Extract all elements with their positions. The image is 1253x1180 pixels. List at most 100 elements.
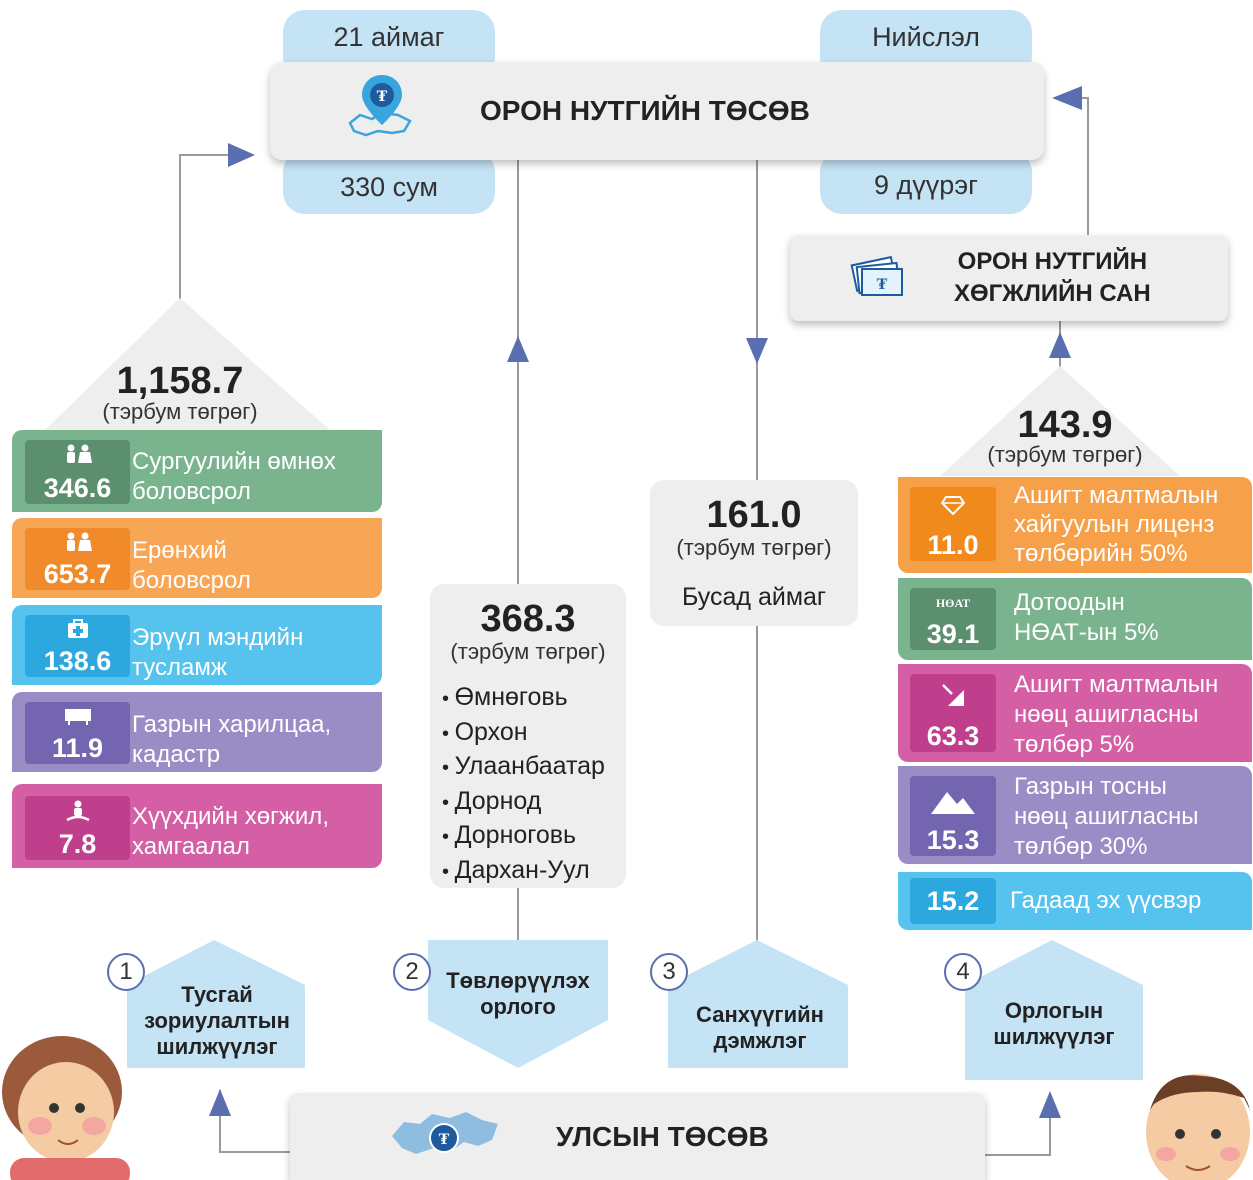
- child-protection-icon: [66, 800, 90, 822]
- list-item: Улаанбаатар: [442, 750, 626, 785]
- state-budget-box: ₮ УЛСЫН ТӨСӨВ: [290, 1093, 985, 1180]
- mountain-icon: [931, 792, 975, 814]
- arrow-down-icon: [746, 338, 768, 364]
- flow-label-1: Тусгай зориулалтын шилжүүлэг: [144, 982, 290, 1059]
- item-label: Ашигт малтмалын: [1014, 482, 1219, 509]
- left-item-health: 138.6 Эрүүл мэндийн тусламж: [12, 605, 382, 685]
- list-item: Орхон: [442, 716, 626, 751]
- item-label: төлбөрийн 50%: [1014, 540, 1188, 567]
- left-item-land-relations: 11.9 Газрын харилцаа, кадастр: [12, 692, 382, 772]
- medical-kit-icon: [68, 619, 88, 638]
- central-total-unit: (тэрбум төгрөг): [450, 639, 606, 664]
- central-total-value: 368.3: [480, 598, 576, 640]
- svg-text:₮: ₮: [377, 88, 388, 105]
- value-box: 11.9: [25, 702, 130, 764]
- value-box: 138.6: [25, 615, 130, 677]
- svg-text:₮: ₮: [439, 1131, 450, 1148]
- flow-number-1: 1: [107, 953, 145, 991]
- money-stack-icon: ₮: [850, 255, 903, 296]
- item-label: Ашигт малтмалын: [1014, 671, 1219, 698]
- mining-icon: [942, 684, 964, 706]
- right-item-vat: НӨАТ 39.1 Дотоодын НӨАТ-ын 5%: [898, 578, 1252, 660]
- left-total-unit: (тэрбум төгрөг): [102, 399, 258, 424]
- value-box: НӨАТ 39.1: [910, 588, 996, 650]
- vat-icon: НӨАТ: [935, 596, 971, 610]
- students-icon: [67, 532, 92, 551]
- right-item-exploration-license: 11.0 Ашигт малтмалын хайгуулын лиценз тө…: [898, 477, 1252, 573]
- item-label: боловсрол: [132, 478, 251, 505]
- flow-number-2: 2: [393, 953, 431, 991]
- list-item: Дорнод: [442, 785, 626, 820]
- value-box: 15.2: [910, 878, 996, 924]
- map-pin-icon: ₮: [348, 75, 412, 137]
- list-item: Өмнөговь: [442, 681, 626, 716]
- financial-support-card: 161.0 (тэрбум төгрөг) Бусад аймаг: [650, 480, 858, 626]
- item-label: кадастр: [132, 741, 221, 768]
- right-item-oil-royalty: 15.3 Газрын тосны нөөц ашигласны төлбөр …: [898, 766, 1252, 864]
- tab-9-duureg: 9 дүүрэг: [820, 150, 1032, 214]
- item-label: нөөц ашигласны: [1014, 701, 1199, 728]
- right-total-value: 143.9: [1017, 404, 1113, 446]
- value-box: 63.3: [910, 674, 996, 752]
- arrow-up-icon: [507, 336, 529, 362]
- arrow-up-icon: [209, 1089, 231, 1116]
- arrow-up-icon: [1049, 332, 1071, 358]
- grandmother-illustration: [2, 1036, 130, 1180]
- man-illustration: [1146, 1074, 1250, 1180]
- item-label: төлбөр 5%: [1014, 731, 1135, 758]
- list-item: Дорноговь: [442, 819, 626, 854]
- children-icon: [67, 444, 92, 463]
- right-item-mineral-royalty: 63.3 Ашигт малтмалын нөөц ашигласны төлб…: [898, 664, 1252, 762]
- flow-number-3: 3: [650, 953, 688, 991]
- item-label: Сургуулийн өмнөх: [132, 448, 336, 475]
- fund-title-line1: ОРОН НУТГИЙН: [957, 248, 1148, 275]
- left-item-child-development: 7.8 Хүүхдийн хөгжил, хамгаалал: [12, 784, 382, 868]
- item-label: НӨАТ-ын 5%: [1014, 619, 1159, 646]
- local-budget-box: ₮ ОРОН НУТГИЙН ТӨСӨВ: [270, 62, 1044, 160]
- value-box: 7.8: [25, 796, 130, 860]
- flow-number-4: 4: [944, 953, 982, 991]
- item-label: Газрын харилцаа,: [132, 711, 332, 738]
- item-label: нөөц ашигласны: [1014, 803, 1199, 830]
- local-budget-title: ОРОН НУТГИЙН ТӨСӨВ: [480, 95, 810, 126]
- support-total-unit: (тэрбум төгрөг): [676, 535, 832, 560]
- flow-shape-1: [127, 940, 305, 1068]
- arrow-right-icon: [228, 143, 255, 167]
- aimag-list: Өмнөговь Орхон Улаанбаатар Дорнод Дорног…: [442, 681, 626, 888]
- value-box: 11.0: [910, 487, 996, 561]
- flow-label-3: Санхүүгийн дэмжлэг: [696, 1002, 824, 1053]
- support-total-value: 161.0: [706, 494, 802, 536]
- tab-330-sum: 330 сум: [283, 150, 495, 214]
- arrow-left-icon: [1052, 86, 1082, 110]
- item-label: Хүүхдийн хөгжил,: [132, 803, 329, 830]
- item-label: Эрүүл мэндийн: [132, 624, 304, 651]
- left-item-general-education: 653.7 Ерөнхий боловсрол: [12, 518, 382, 598]
- value-box: 15.3: [910, 776, 996, 856]
- flow-label-4: Орлогын шилжүүлэг: [993, 998, 1115, 1049]
- item-label: Газрын тосны: [1014, 773, 1167, 800]
- centralized-revenue-card: 368.3 (тэрбум төгрөг) Өмнөговь Орхон Ула…: [430, 584, 626, 888]
- list-item: Дархан-Уул: [442, 854, 626, 889]
- flow-shape-2: [428, 940, 608, 1068]
- flow-shape-3: [668, 940, 848, 1068]
- left-total-value: 1,158.7: [116, 360, 244, 402]
- support-label: Бусад аймаг: [681, 583, 827, 611]
- item-label: Дотоодын: [1014, 589, 1125, 616]
- left-item-preschool: 346.6 Сургуулийн өмнөх боловсрол: [12, 430, 382, 512]
- svg-text:₮: ₮: [877, 276, 888, 293]
- value-box: 653.7: [25, 528, 130, 590]
- item-label: хамгаалал: [132, 833, 250, 860]
- right-total-unit: (тэрбум төгрөг): [987, 442, 1143, 467]
- item-label: хайгуулын лиценз: [1014, 511, 1215, 538]
- map-icon: [65, 709, 91, 725]
- item-label: Ерөнхий: [132, 537, 227, 564]
- diamond-icon: [941, 496, 965, 515]
- right-item-foreign-source: 15.2 Гадаад эх үүсвэр: [898, 872, 1252, 930]
- right-total-triangle: [940, 366, 1180, 476]
- state-budget-title: УЛСЫН ТӨСӨВ: [556, 1120, 769, 1152]
- item-label: төлбөр 30%: [1014, 833, 1148, 860]
- flow-label-2: Төвлөрүүлэх орлого: [446, 968, 590, 1019]
- local-development-fund-box: ₮ ОРОН НУТГИЙН ХӨГЖЛИЙН САН: [790, 235, 1228, 321]
- item-label: Гадаад эх үүсвэр: [1010, 887, 1202, 914]
